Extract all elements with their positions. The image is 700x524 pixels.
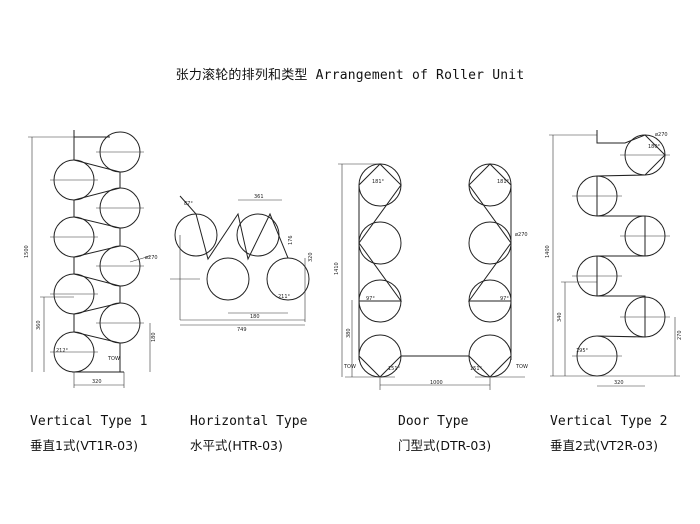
vt1-lower-dim: 360	[36, 320, 42, 330]
htr-angle-top-dim: 87°	[184, 201, 193, 207]
htr-total-dim: 749	[237, 327, 247, 333]
vt1-tow-label: TOW	[107, 356, 120, 362]
dtr-tow-right: TOW	[515, 364, 528, 370]
vt1-dia-dim: ø270	[145, 255, 158, 261]
dtr-angle-2: 181°	[497, 179, 510, 185]
dtr-angle-6: 151°	[470, 366, 483, 372]
vt1-angle-dim: 212°	[56, 348, 69, 354]
vt2-caption-en: Vertical Type 2	[550, 414, 668, 429]
vertical-type-2-drawing	[549, 130, 680, 387]
vertical-type-1-drawing	[28, 130, 151, 388]
dtr-angle-4: 97°	[500, 296, 509, 302]
dtr-tow-left: TOW	[343, 364, 356, 370]
vt1-width-dim: 320	[92, 379, 102, 385]
htr-angle-dim: 211°	[278, 294, 291, 300]
vt1-caption-en: Vertical Type 1	[30, 414, 148, 429]
vt2-lower-dim: 340	[557, 312, 563, 322]
dtr-angle-1: 181°	[372, 179, 385, 185]
htr-spacing-dim: 361	[254, 194, 264, 200]
vt2-angle-top-dim: 180°	[648, 144, 661, 150]
dtr-angle-5: 151°	[388, 366, 401, 372]
vt2-right-dim: 270	[677, 330, 683, 340]
vt2-width-dim: 320	[614, 380, 624, 386]
page-title: 张力滚轮的排列和类型 Arrangement of Roller Unit	[175, 68, 525, 83]
htr-width-dim: 180	[250, 314, 260, 320]
dtr-dia-dim: ø270	[515, 232, 528, 238]
horizontal-type-drawing	[170, 195, 310, 326]
vt2-dia-dim: ø270	[655, 132, 668, 138]
dtr-caption-en: Door Type	[398, 414, 469, 429]
dtr-lower-dim: 380	[346, 328, 352, 338]
vt1-height-dim: 1500	[24, 245, 30, 258]
dtr-angle-3: 97°	[366, 296, 375, 302]
vt2-caption-cn: 垂直2式(VT2R-03)	[550, 438, 658, 453]
dtr-caption-cn: 门型式(DTR-03)	[398, 438, 492, 453]
htr-caption-cn: 水平式(HTR-03)	[190, 438, 283, 453]
htr-right-dim: 176	[288, 235, 294, 245]
vt2-angle-dim: 195°	[576, 348, 589, 354]
door-type-drawing	[338, 163, 525, 390]
dtr-height-dim: 1410	[334, 262, 340, 275]
htr-caption-en: Horizontal Type	[190, 414, 308, 429]
htr-height-dim: 320	[308, 252, 314, 262]
vt2-height-dim: 1400	[545, 245, 551, 258]
vt1-side-dim: 180	[151, 332, 157, 342]
vt1-caption-cn: 垂直1式(VT1R-03)	[30, 438, 138, 453]
dtr-width-dim: 1000	[430, 380, 443, 386]
